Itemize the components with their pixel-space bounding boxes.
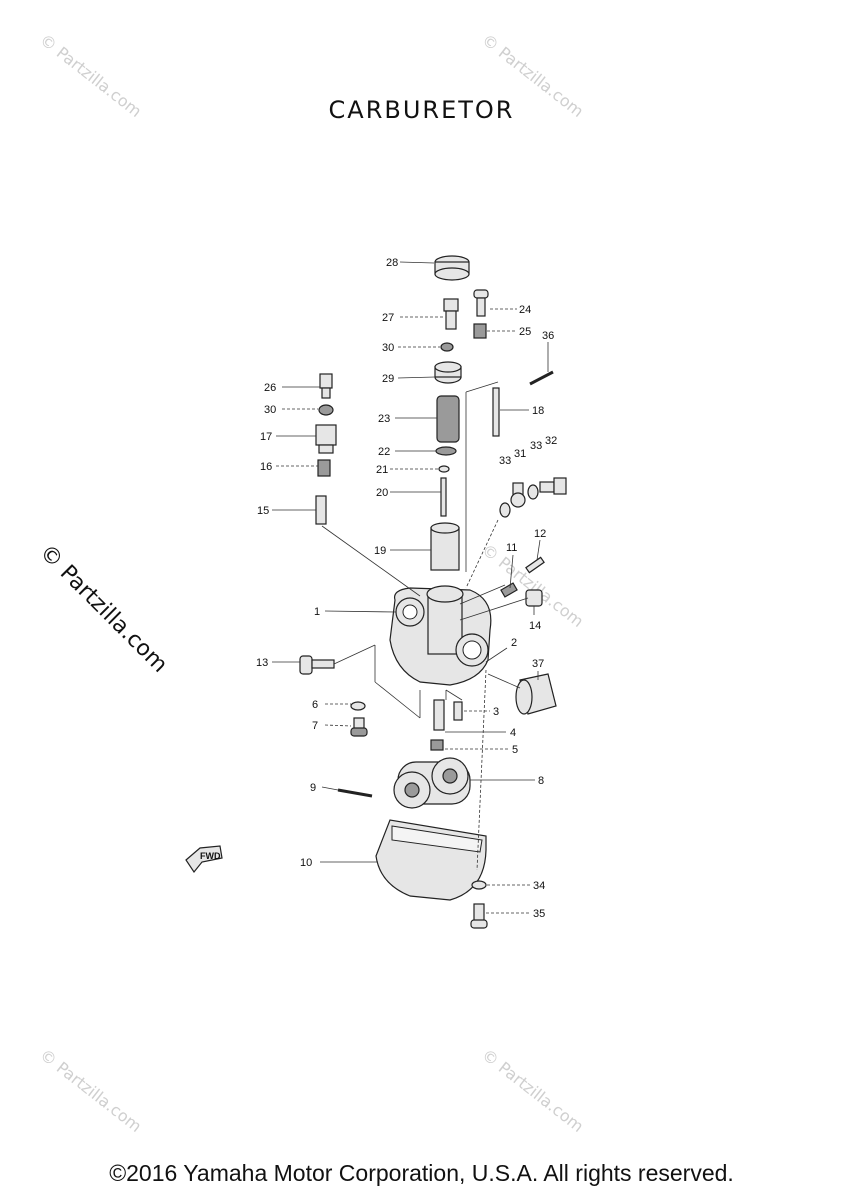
callout-28: 28 (386, 257, 398, 269)
part-24-screw[interactable] (473, 289, 489, 317)
part-25-spring[interactable] (473, 323, 487, 339)
callout-3: 3 (493, 706, 499, 718)
part-17-plunger-body[interactable] (315, 424, 337, 454)
callout-18: 18 (532, 405, 544, 417)
callout-7: 7 (312, 720, 318, 732)
part-1-carburetor-body[interactable] (389, 585, 492, 686)
part-32-bolt[interactable] (539, 477, 567, 495)
callout-14: 14 (529, 620, 541, 632)
callout-labels: 28 27 30 29 24 25 36 18 23 22 21 20 19 2… (256, 257, 557, 920)
callout-34: 34 (533, 880, 545, 892)
callout-16: 16 (260, 461, 272, 473)
part-3-pilot-jet[interactable] (453, 701, 463, 721)
callout-12: 12 (534, 528, 546, 540)
part-29-cap[interactable] (434, 361, 462, 384)
part-30-nut[interactable] (318, 404, 334, 416)
part-18-pin[interactable] (492, 387, 500, 437)
callout-23: 23 (378, 413, 390, 425)
callout-30: 30 (264, 404, 276, 416)
callout-15: 15 (257, 505, 269, 517)
part-35-drain-screw[interactable] (470, 903, 488, 929)
part-28-cap[interactable] (434, 255, 470, 281)
callout-27: 27 (382, 312, 394, 324)
callout-5: 5 (512, 744, 518, 756)
part-33-washer[interactable] (527, 484, 539, 500)
copyright-footer: ©2016 Yamaha Motor Corporation, U.S.A. A… (109, 1160, 734, 1186)
callout-9: 9 (310, 782, 316, 794)
callout-33: 33 (499, 455, 511, 467)
callout-21: 21 (376, 464, 388, 476)
part-15-plunger[interactable] (315, 495, 327, 525)
part-21-washer[interactable] (438, 465, 450, 473)
part-14-cap[interactable] (525, 589, 543, 607)
part-30-nut[interactable] (440, 342, 454, 352)
callout-17: 17 (260, 431, 272, 443)
part-8-float[interactable] (393, 757, 471, 809)
part-20-needle[interactable] (440, 477, 447, 517)
part-26-screw[interactable] (319, 373, 333, 399)
part-5-main-jet[interactable] (430, 739, 444, 751)
part-34-washer[interactable] (471, 880, 487, 890)
part-9-float-pin[interactable] (337, 788, 373, 798)
callout-29: 29 (382, 373, 394, 385)
leader-lines (272, 261, 549, 914)
part-16-spring[interactable] (317, 459, 331, 477)
part-22-clip[interactable] (435, 446, 457, 456)
callout-11: 11 (506, 542, 517, 554)
callout-33: 33 (530, 440, 542, 452)
part-12-screw[interactable] (525, 556, 545, 574)
callout-19: 19 (374, 545, 386, 557)
callout-6: 6 (312, 699, 318, 711)
callout-32: 32 (545, 435, 557, 447)
fwd-label: FWD (200, 851, 221, 861)
part-13-throttle-stop-screw[interactable] (299, 655, 335, 675)
part-31-banjo[interactable] (510, 482, 526, 508)
part-37-boot[interactable] (515, 673, 557, 715)
callout-26: 26 (264, 382, 276, 394)
callout-8: 8 (538, 775, 544, 787)
part-27-adjuster[interactable] (443, 298, 459, 330)
callout-35: 35 (533, 908, 545, 920)
part-7-screw[interactable] (350, 717, 368, 737)
part-19-throttle-valve[interactable] (430, 522, 460, 571)
callout-24: 24 (519, 304, 531, 316)
callout-37: 37 (532, 658, 544, 670)
callout-25: 25 (519, 326, 531, 338)
callout-1: 1 (314, 606, 320, 618)
part-36-cotter[interactable] (529, 370, 554, 386)
callout-22: 22 (378, 446, 390, 458)
page-title: CARBURETOR (328, 96, 515, 124)
part-4-needle-jet[interactable] (433, 699, 445, 731)
part-11-pilot-screw[interactable] (500, 582, 518, 598)
fwd-arrow-icon: FWD (185, 845, 223, 874)
callout-13: 13 (256, 657, 268, 669)
part-6-washer[interactable] (350, 701, 366, 711)
callout-36: 36 (542, 330, 554, 342)
part-33-washer[interactable] (499, 502, 511, 518)
callout-2: 2 (511, 637, 517, 649)
callout-10: 10 (300, 857, 312, 869)
part-23-spring[interactable] (436, 395, 460, 443)
callout-4: 4 (510, 727, 516, 739)
callout-31: 31 (514, 448, 526, 460)
part-10-float-chamber[interactable] (375, 819, 487, 901)
callout-20: 20 (376, 487, 388, 499)
callout-30: 30 (382, 342, 394, 354)
